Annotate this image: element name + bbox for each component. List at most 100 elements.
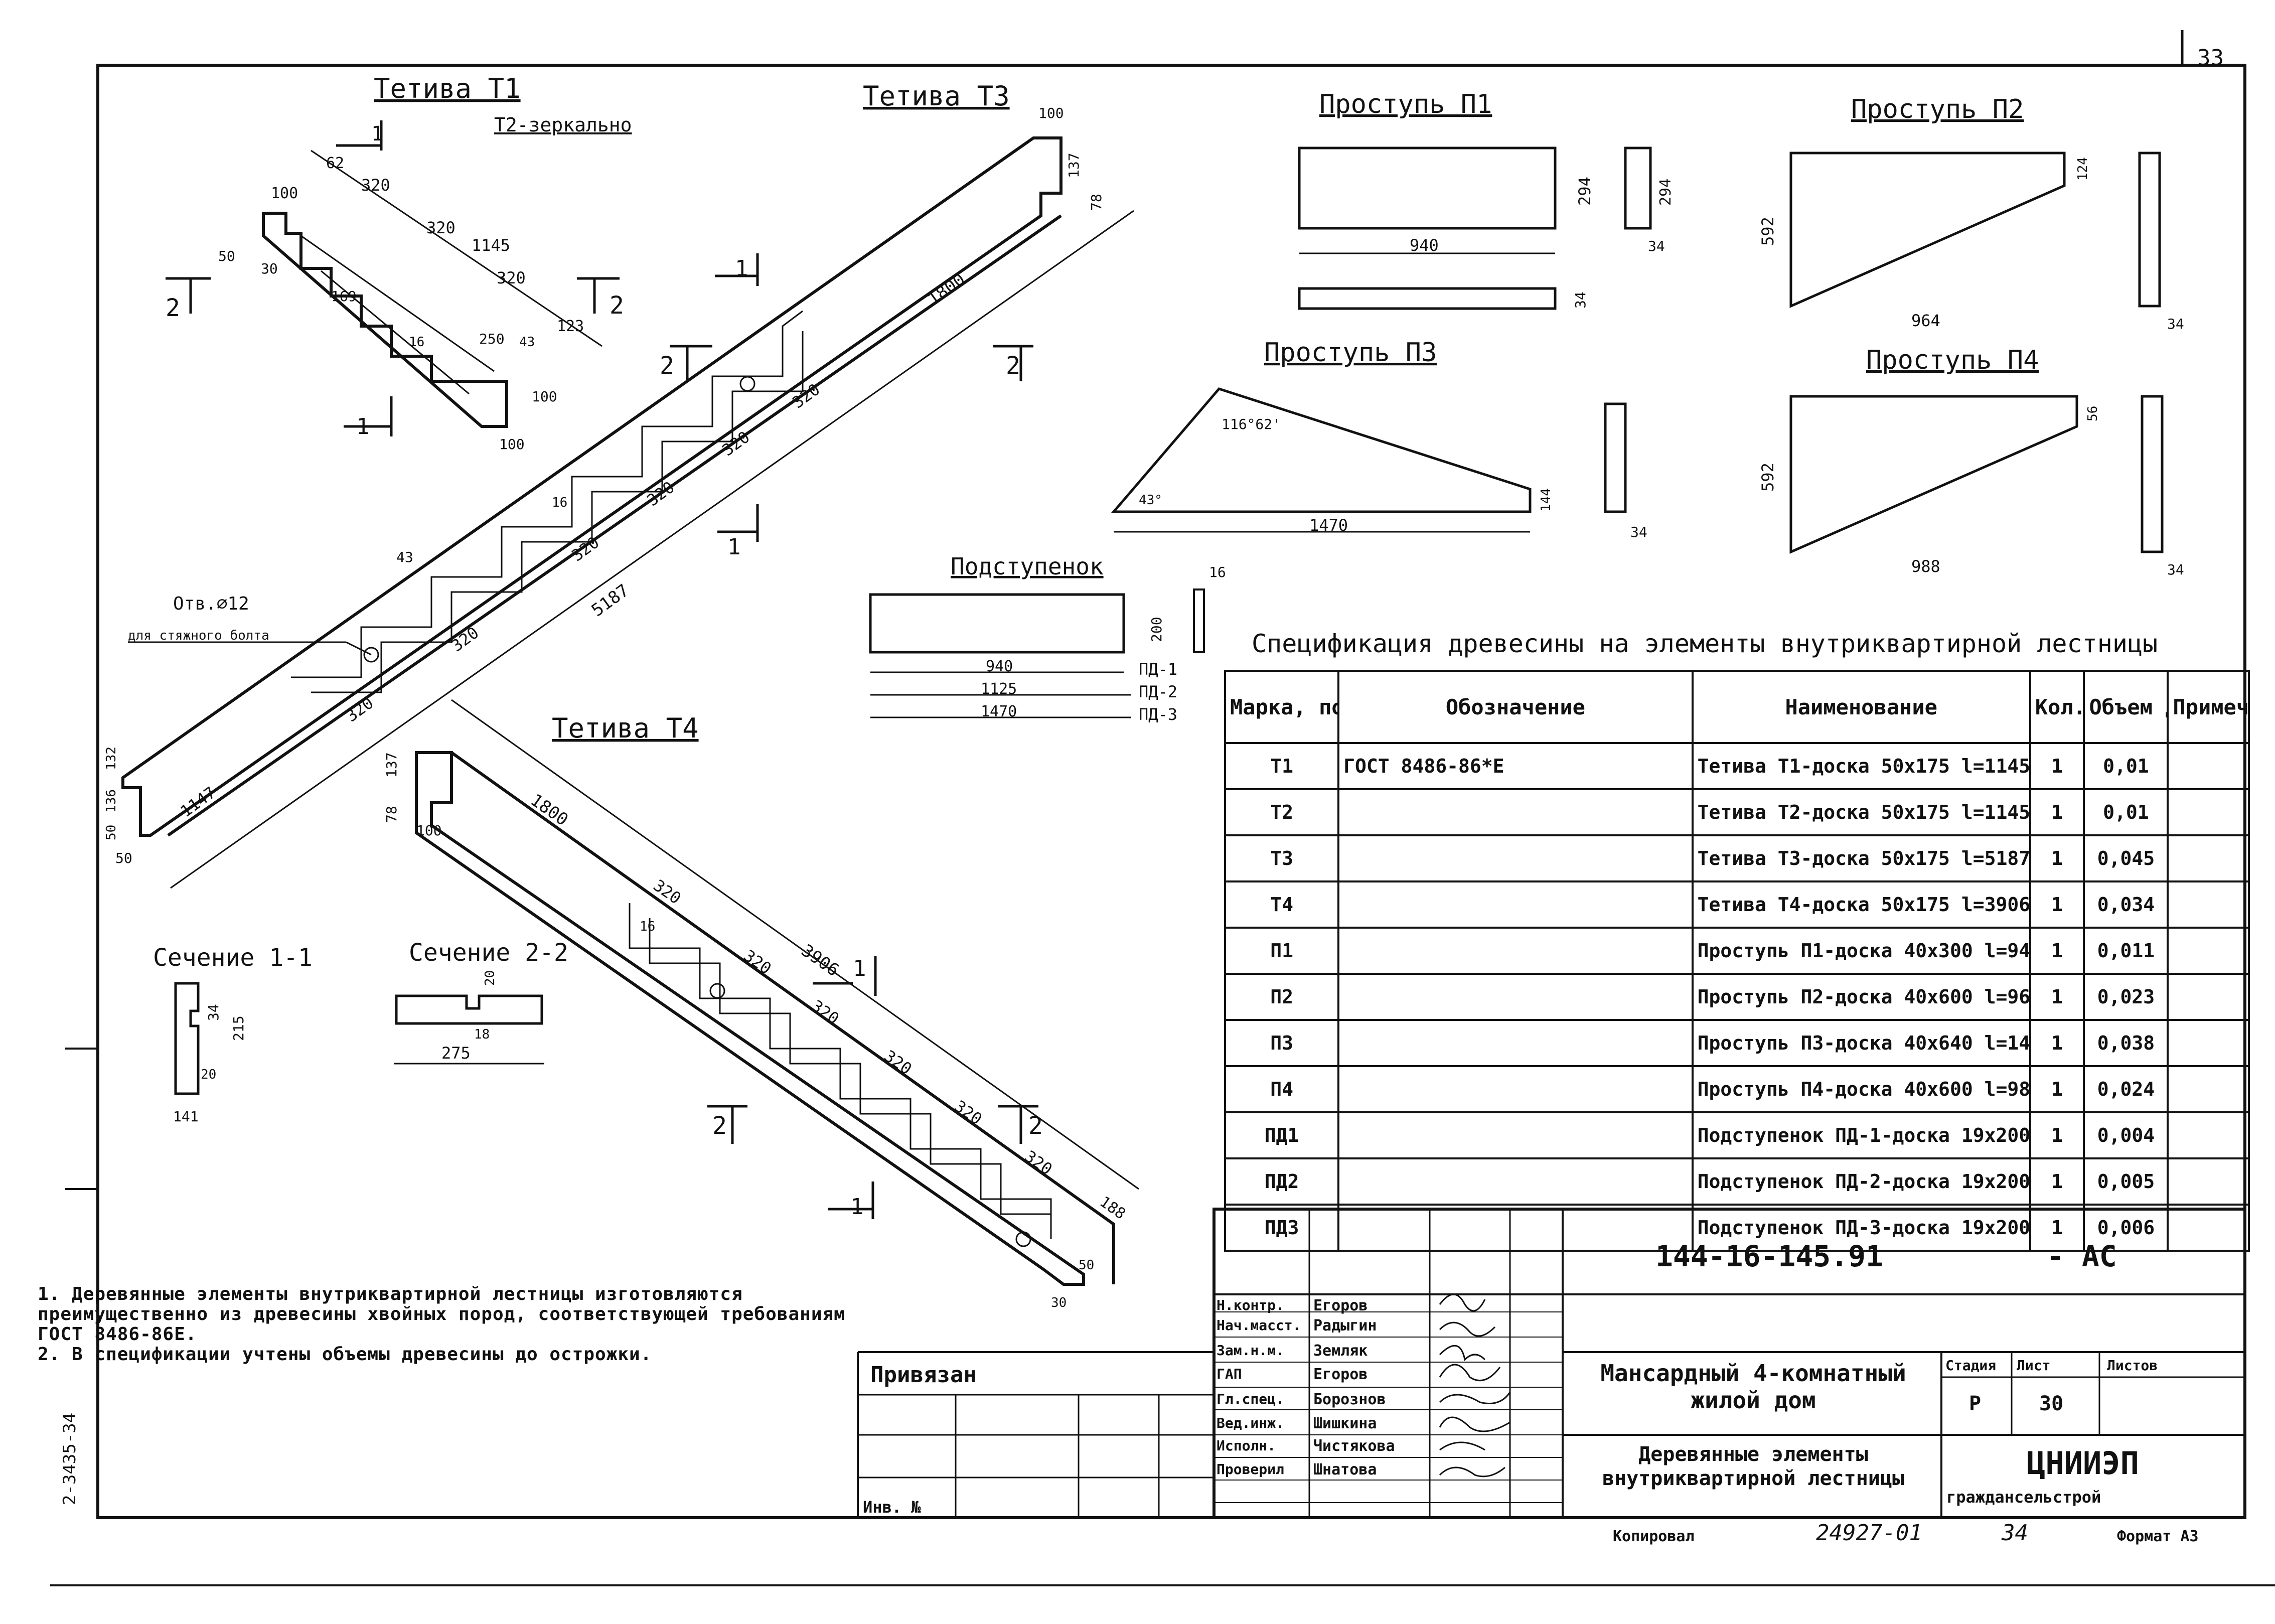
cell-mark: Т3 bbox=[1224, 834, 1340, 882]
riser-dim-1: 16 bbox=[1209, 564, 1226, 580]
p2-dim-1: 124 bbox=[2075, 157, 2090, 181]
name-0: Егоров bbox=[1313, 1297, 1368, 1314]
cell-note bbox=[2167, 1157, 2250, 1206]
cell-volume: 0,004 bbox=[2083, 1111, 2169, 1159]
t4-dim-1: 78 bbox=[383, 806, 400, 823]
stage-header: Стадия bbox=[1945, 1357, 1997, 1374]
cell-volume: 0,01 bbox=[2083, 788, 2169, 836]
p4-dim-2: 988 bbox=[1911, 557, 1940, 576]
spec-header-mark: Марка, поз. bbox=[1224, 670, 1340, 744]
cell-qty: 1 bbox=[2029, 927, 2085, 975]
t1-mark-2-right: 2 bbox=[610, 291, 624, 320]
riser: Подступенок 200 16 940 1125 1470 ПД-1 ПД… bbox=[869, 553, 1226, 724]
p3-dim-1: 43° bbox=[1139, 493, 1162, 508]
t4-dim-10: 320 bbox=[1021, 1146, 1055, 1178]
p1-dim-3: 34 bbox=[1648, 238, 1665, 254]
cell-volume: 0,038 bbox=[2083, 1019, 2169, 1067]
name-5: Шишкина bbox=[1313, 1415, 1377, 1432]
title-riser: Подступенок bbox=[951, 553, 1104, 580]
t1-mark-1-bottom: 1 bbox=[356, 414, 370, 439]
sec22-dim-2: 275 bbox=[441, 1044, 471, 1063]
name-6: Чистякова bbox=[1313, 1437, 1395, 1455]
t1-dim-3: 1145 bbox=[472, 236, 510, 255]
t3-dim-16: 50 bbox=[104, 825, 119, 840]
format-label: Формат А3 bbox=[2117, 1528, 2199, 1545]
p4-dim-1: 56 bbox=[2085, 406, 2100, 421]
t1-dim-0: 62 bbox=[326, 155, 344, 172]
cell-designation bbox=[1337, 788, 1694, 836]
p2-dim-0: 592 bbox=[1758, 217, 1777, 246]
p2-dim-2: 964 bbox=[1911, 311, 1940, 330]
cell-note bbox=[2167, 1019, 2250, 1067]
title-p3: Проступь П3 bbox=[1264, 338, 1437, 368]
t4-dim-0: 137 bbox=[383, 752, 400, 778]
note-2: 2. В спецификации учтены объемы древесин… bbox=[38, 1344, 652, 1365]
name-1: Радыгин bbox=[1313, 1317, 1377, 1335]
title-t1: Тетива Т1 bbox=[374, 73, 521, 104]
riser-dim-6: ПД-2 bbox=[1139, 682, 1177, 701]
cell-qty: 1 bbox=[2029, 788, 2085, 836]
stringer-t3: Тетива Т3 100 137 78 1800 320 320 320 32… bbox=[104, 80, 1134, 889]
sec22-dim-0: 20 bbox=[483, 970, 498, 986]
tread-p4: Проступь П4 592 56 988 34 bbox=[1758, 345, 2184, 578]
cell-name: Проступь П4-доска 40х600 l=988 bbox=[1691, 1065, 2031, 1113]
cell-designation bbox=[1337, 1157, 1694, 1206]
cell-qty: 1 bbox=[2029, 1019, 2085, 1067]
t1-dim-8: 30 bbox=[261, 260, 278, 277]
riser-dim-5: ПД-1 bbox=[1139, 660, 1177, 679]
t3-hole: Отв.⌀12 bbox=[173, 594, 249, 614]
cell-mark: П3 bbox=[1224, 1019, 1340, 1067]
t4-dim-8: 320 bbox=[880, 1046, 915, 1078]
t3-dim-10: 5187 bbox=[588, 580, 633, 621]
role-1: Нач.масст. bbox=[1217, 1317, 1301, 1334]
sheet-value: 30 bbox=[2039, 1392, 2064, 1415]
cell-note bbox=[2167, 880, 2250, 929]
cell-mark: Т1 bbox=[1224, 742, 1340, 790]
sec22-dim-1: 18 bbox=[474, 1027, 490, 1042]
spec-header-row: Марка, поз. Обозначение Наименование Кол… bbox=[1224, 670, 2250, 744]
cell-note bbox=[2167, 788, 2250, 836]
t1-mark-2-left: 2 bbox=[166, 294, 180, 322]
cell-qty: 1 bbox=[2029, 880, 2085, 929]
p1-dim-2: 294 bbox=[1657, 179, 1675, 206]
cell-note bbox=[2167, 1065, 2250, 1113]
cell-mark: ПД3 bbox=[1224, 1204, 1340, 1252]
t4-mark-1-top: 1 bbox=[853, 956, 866, 981]
p3-dim-0: 116°62' bbox=[1222, 416, 1281, 432]
riser-dim-3: 1125 bbox=[981, 680, 1017, 698]
project-title: Мансардный 4-комнатный жилой дом bbox=[1600, 1360, 1906, 1414]
t3-dim-17: 50 bbox=[115, 850, 132, 866]
cell-volume: 0,045 bbox=[2083, 834, 2169, 882]
role-4: Гл.спец. bbox=[1217, 1391, 1284, 1407]
t3-hole-sub: для стяжного болта bbox=[128, 628, 269, 643]
cell-name: Тетива Т3-доска 50х175 l=5187 bbox=[1691, 834, 2031, 882]
stage-value: Р bbox=[1969, 1392, 1982, 1415]
riser-dim-7: ПД-3 bbox=[1139, 705, 1177, 724]
sec11-dim-0: 34 bbox=[205, 1004, 222, 1021]
t4-mark-1-bottom: 1 bbox=[850, 1194, 864, 1220]
t3-mark-1-bottom: 1 bbox=[727, 534, 741, 560]
t1-dim-13: 100 bbox=[532, 388, 557, 405]
copied-label: Копировал bbox=[1613, 1528, 1695, 1545]
role-2: Зам.н.м. bbox=[1217, 1342, 1284, 1359]
t4-dim-13: 50 bbox=[1079, 1258, 1094, 1273]
role-5: Вед.инж. bbox=[1217, 1415, 1284, 1431]
signatures bbox=[1439, 1293, 1511, 1478]
tread-p2: Проступь П2 592 124 964 34 bbox=[1758, 94, 2184, 332]
cell-qty: 1 bbox=[2029, 742, 2085, 790]
drawing-code-suffix: - АС bbox=[2047, 1239, 2117, 1273]
cell-note bbox=[2167, 927, 2250, 975]
t3-dim-14: 136 bbox=[104, 789, 119, 813]
p4-dim-0: 592 bbox=[1758, 463, 1777, 492]
p1-dim-0: 294 bbox=[1575, 177, 1594, 206]
cell-name: Проступь П2-доска 40х600 l=964 bbox=[1691, 973, 2031, 1021]
title-sec22: Сечение 2-2 bbox=[409, 939, 568, 967]
note-1: 1. Деревянные элементы внутриквартирной … bbox=[38, 1284, 845, 1345]
cell-name: Тетива Т2-доска 50х175 l=1145 bbox=[1691, 788, 2031, 836]
